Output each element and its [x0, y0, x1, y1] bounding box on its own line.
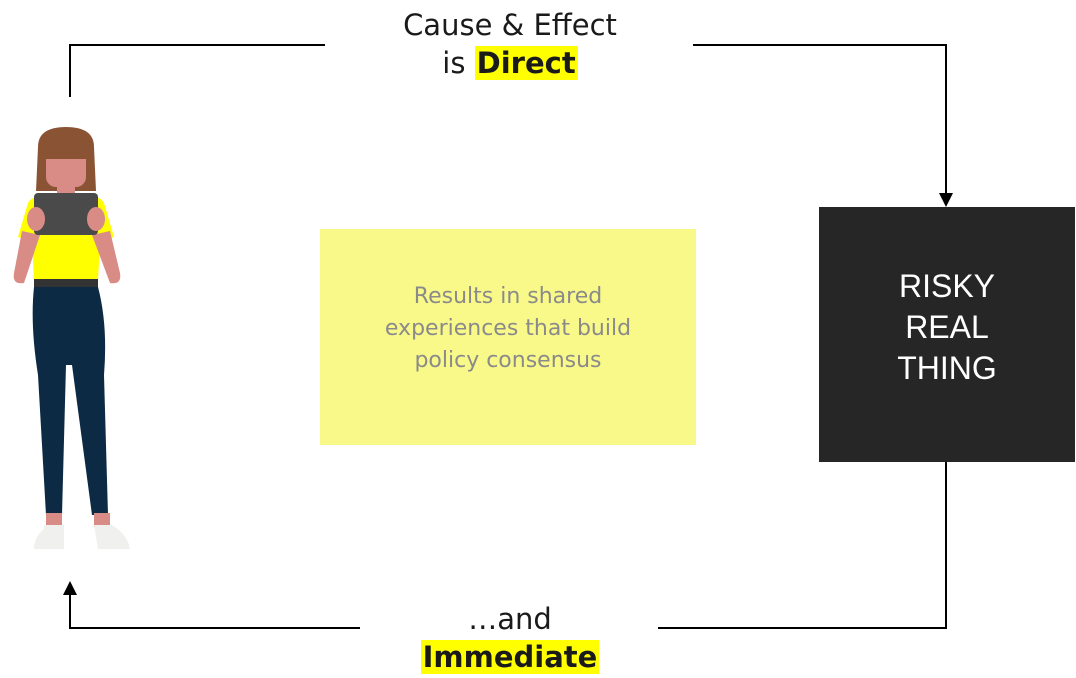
- direct-prefix: is: [442, 46, 475, 80]
- and-line: …and: [468, 602, 552, 636]
- right-shoe: [94, 525, 130, 549]
- arrow-down-icon: [939, 193, 953, 207]
- immediate-line: Immediate: [330, 638, 690, 676]
- cause-effect-label: Cause & Effect is Direct: [330, 6, 690, 82]
- left-arm: [13, 231, 40, 284]
- bottom-right-connector: [658, 462, 947, 629]
- risk-line-2: REAL: [905, 309, 989, 345]
- bottom-left-connector: [69, 594, 360, 629]
- note-text: Results in shared experiences that build…: [384, 284, 632, 373]
- direct-line: is Direct: [330, 44, 690, 82]
- cause-effect-line: Cause & Effect: [403, 8, 617, 42]
- top-right-connector: [693, 44, 947, 194]
- top-connector: [69, 44, 325, 97]
- right-hand: [87, 207, 105, 231]
- arrow-up-icon: [63, 581, 77, 595]
- immediate-highlight: Immediate: [420, 640, 600, 674]
- right-ankle: [94, 513, 110, 527]
- risk-text: RISKY REAL THING: [897, 266, 997, 389]
- risk-line-1: RISKY: [898, 268, 995, 304]
- shared-experiences-note: Results in shared experiences that build…: [320, 229, 696, 445]
- risk-line-3: THING: [897, 350, 997, 386]
- left-shoe: [34, 525, 64, 549]
- pants: [32, 287, 108, 515]
- right-arm: [92, 231, 121, 284]
- person-illustration: [13, 127, 130, 549]
- tablet: [34, 193, 98, 235]
- immediate-label: …and Immediate: [330, 600, 690, 676]
- left-hand: [27, 207, 45, 231]
- risky-real-thing-box: RISKY REAL THING: [819, 207, 1075, 462]
- hair-fringe: [40, 131, 92, 159]
- direct-highlight: Direct: [474, 46, 578, 80]
- belt: [34, 279, 98, 287]
- left-ankle: [46, 513, 62, 527]
